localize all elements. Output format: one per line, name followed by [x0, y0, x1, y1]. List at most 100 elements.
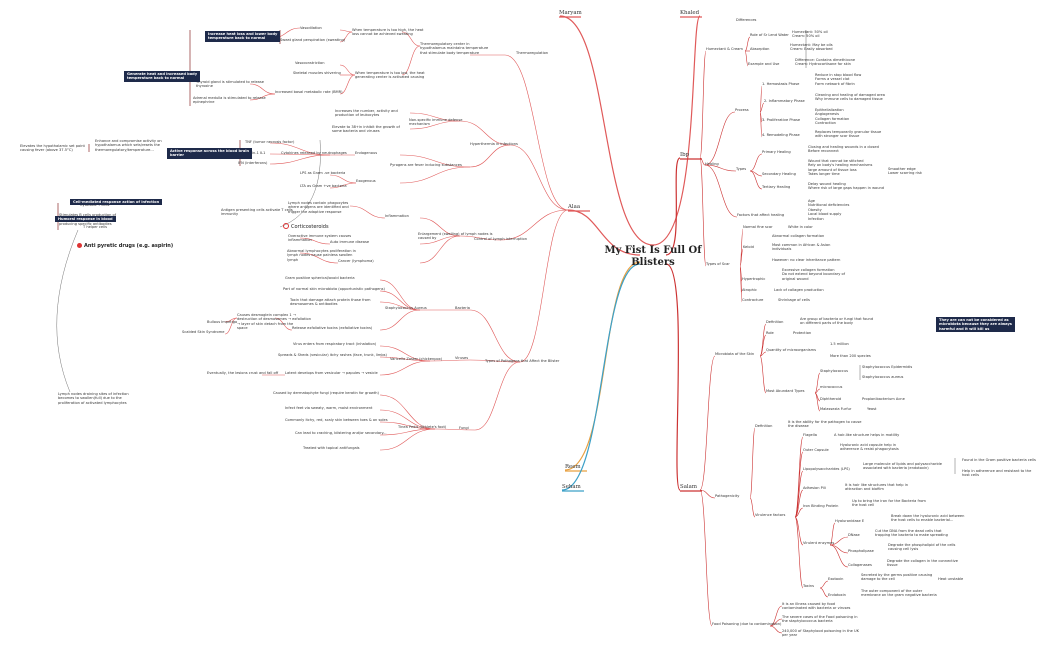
lymph-swelling[interactable]: Lymph nodes draining sites of infection …	[58, 392, 129, 405]
adhesion[interactable]: Adhesion Pili	[803, 486, 826, 490]
atrophic[interactable]: Atrophic	[742, 288, 757, 292]
enlargement[interactable]: Enlargement (swelling) of lymph nodes is…	[418, 232, 493, 241]
auto-immune[interactable]: Auto immune disease	[330, 240, 370, 244]
warning-node[interactable]: Anti pyretic drugs (e.g. aspirin)	[77, 243, 173, 249]
dnase-v[interactable]: Cut the DNA from the dead cells that tra…	[875, 529, 948, 538]
pathogenicity[interactable]: Pathogenicity	[715, 494, 740, 498]
types-scar[interactable]: Types of Scar	[706, 262, 730, 266]
phospholipase-v[interactable]: Degrade the phospholipid of the cells ca…	[888, 543, 956, 552]
humectant[interactable]: Humectant & Cream	[706, 47, 743, 51]
hemostasis[interactable]: 1. Hemostasis Phase	[762, 82, 800, 86]
inflammatory-v[interactable]: Cleaning and healing of damaged area Why…	[815, 93, 885, 102]
hyperthermia[interactable]: Hyperthermia in infections	[470, 142, 518, 146]
endotoxin-v[interactable]: The outer component of the outer membran…	[861, 589, 937, 598]
increase-heat-box[interactable]: Increase heat loss and lower body temper…	[205, 31, 281, 42]
commonly[interactable]: Commonly itchy, red, scaly skin between …	[285, 418, 388, 422]
proliferative-v[interactable]: Epithelialization Angiogenesis Collagen …	[815, 108, 850, 126]
active-response-box[interactable]: Active response across the blood brain b…	[167, 148, 253, 159]
latent[interactable]: Latent develops from vesicular → papules…	[285, 371, 378, 375]
cancer[interactable]: Cancer (lymphoma)	[338, 259, 374, 263]
enters[interactable]: Virus enters from respiratory tract (inh…	[293, 342, 377, 346]
contracture-v[interactable]: Shrinkage of cells	[778, 298, 810, 302]
malassezia-v[interactable]: Yeast	[867, 407, 877, 411]
process[interactable]: Process	[735, 108, 749, 112]
toxins[interactable]: Virulent enzymes	[803, 541, 835, 545]
role-v[interactable]: Humectant: 50% oil Cream: 50% oil	[792, 30, 828, 39]
keloid-v2[interactable]: Most common in African & Asian individua…	[772, 243, 831, 252]
diphtheroid-v[interactable]: Propionibacterium Acne	[862, 397, 905, 401]
quantity[interactable]: Quantity of microorganisms	[766, 348, 816, 352]
enhance[interactable]: Enhance and compromise activity on hypot…	[95, 139, 162, 152]
remodeling[interactable]: 4. Remodeling Phase	[762, 133, 800, 137]
adhesion-v[interactable]: It is hair like structures that help in …	[845, 483, 908, 492]
eventually[interactable]: Eventually, the lesions crust and fall o…	[207, 371, 279, 375]
corticosteroids-node[interactable]: Corticosteroids	[283, 223, 329, 230]
staph-v2[interactable]: Staphylococcus aureus	[862, 375, 904, 379]
malassezia[interactable]: Malassezia Furfur	[820, 407, 852, 411]
role2-v[interactable]: Protection	[793, 331, 812, 335]
capsule[interactable]: Outer Capsule	[803, 448, 829, 452]
t-helper[interactable]: T helper cells	[83, 225, 107, 229]
endogenous[interactable]: Endogenous	[355, 151, 378, 155]
branch-ibp[interactable]: Ibp	[680, 152, 690, 158]
control-lymph[interactable]: Control of Lymph interruption	[474, 237, 527, 241]
secondary-v[interactable]: Wound that cannot be stitched Rely on bo…	[808, 159, 873, 177]
keloid-v3[interactable]: However: no clear inheritance pattern	[772, 258, 841, 262]
quantity-v2[interactable]: More than 200 species	[830, 354, 871, 358]
ifn[interactable]: IFN (interferons)	[238, 161, 268, 165]
central-topic[interactable]: My Fist Is Full Of Blisters	[604, 245, 702, 268]
microbiota[interactable]: Microbiota of the Skin	[715, 352, 755, 356]
inflammation[interactable]: Inflammation	[385, 214, 409, 218]
bullous[interactable]: Bullous Impetigo	[207, 320, 238, 324]
example[interactable]: Example and Use	[748, 62, 780, 66]
hyaluronidase-v[interactable]: Break down the hyaluronic acid between t…	[891, 514, 965, 523]
tertiary-v[interactable]: Delay wound healing Where risk of large …	[808, 182, 885, 191]
quantity-v1[interactable]: 1.5 million	[830, 342, 849, 346]
keloid[interactable]: Keloid	[743, 245, 754, 249]
thermo-desc[interactable]: Thermoregulatory center in hypothalamus …	[420, 42, 489, 55]
infect[interactable]: Infect feet via sweaty, warm, moist envi…	[285, 406, 373, 410]
hemostasis-v[interactable]: Reduce in stop blood flow Forms a vessel…	[815, 73, 862, 86]
thermoregulation[interactable]: Thermoregulation	[516, 51, 549, 55]
lymph-nodes[interactable]: Lymph nodes contain phagocytes where ant…	[288, 201, 349, 214]
contracture[interactable]: Contracture	[742, 298, 764, 302]
elevates[interactable]: Elevates the hypothalamic set point caus…	[20, 144, 85, 153]
definition-note-box[interactable]: They are can not be considered as microb…	[936, 317, 1015, 333]
scalded[interactable]: Scalded Skin Syndrome	[182, 330, 225, 334]
lps2[interactable]: Lipopolysaccharides (LPS)	[803, 467, 850, 471]
hypertrophic-v[interactable]: Excessive collagen formation Do not exte…	[782, 268, 845, 281]
cell-immune-box[interactable]: Cell-mediated response action of infecti…	[70, 199, 163, 206]
flagella[interactable]: Flagella	[803, 433, 817, 437]
definition-v[interactable]: Are group of bacteria or fungi that foun…	[800, 317, 874, 326]
primary[interactable]: Primary Healing	[762, 150, 791, 154]
role[interactable]: Role of Sr Lend Water	[750, 33, 789, 37]
food-v3[interactable]: 240,000 of Staphylood poisoning in the U…	[782, 629, 859, 638]
factors[interactable]: Factors that affect healing	[737, 213, 785, 217]
definition[interactable]: Definition	[766, 320, 784, 324]
adrenal[interactable]: Adrenal medulla is stimulated to release…	[193, 96, 266, 105]
food-v2[interactable]: The severe cases of the Food poisoning i…	[782, 615, 858, 624]
atrophic-v[interactable]: Lack of collagen production	[774, 288, 824, 292]
treated[interactable]: Treated with topical antifungals	[303, 446, 360, 450]
when-high[interactable]: When temperature is too high, the heat l…	[352, 28, 424, 37]
spreads[interactable]: Spreads & Sheds (vesicular) itchy rashes…	[278, 353, 387, 357]
lps2-side1[interactable]: Found in the Gram positive bacteria cell…	[962, 458, 1036, 462]
vasodilation[interactable]: Vasodilation	[300, 26, 322, 30]
differences[interactable]: Differences	[736, 18, 757, 22]
fungi[interactable]: Fungi	[459, 426, 469, 430]
toxin[interactable]: Toxin that damage attach protein those f…	[290, 298, 371, 307]
micrococcus[interactable]: micrococcus	[820, 385, 843, 389]
exogenous[interactable]: Exogenous	[356, 179, 376, 183]
tertiary[interactable]: Tertiary Healing	[762, 185, 791, 189]
causes-desm[interactable]: Causes desmoglein complex 1 → destructio…	[237, 313, 311, 331]
absorption-v[interactable]: Humectant: May be oils Cream: Easily abs…	[790, 43, 833, 52]
secondary[interactable]: Secondary Healing	[762, 172, 796, 176]
skeletal[interactable]: Skeletal muscles shivering	[293, 71, 341, 75]
can-lead[interactable]: Can lead to cracking, blistering and/or …	[295, 431, 387, 435]
exotoxin[interactable]: Exotoxin	[828, 577, 844, 581]
bacteria[interactable]: Bacteria	[455, 306, 470, 310]
overactive[interactable]: Overactive immune system causes inflamma…	[288, 234, 352, 243]
when-low[interactable]: When temperature is too low, the heat ge…	[355, 71, 425, 80]
branch-seham[interactable]: Seham	[562, 484, 581, 490]
branch-maryam[interactable]: Maryam	[559, 10, 582, 16]
